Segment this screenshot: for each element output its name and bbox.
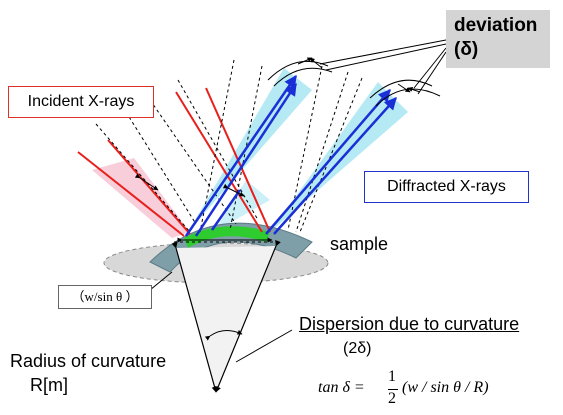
deviation-label-line2: (δ) [454, 39, 479, 60]
formula-rhs: (w / sin θ / R) [402, 379, 489, 396]
radius-unit-label: R[m] [30, 375, 68, 395]
formula-denominator: 2 [388, 390, 396, 407]
incident-xrays-label: Incident X-rays [8, 86, 154, 118]
diffracted-rays [184, 74, 397, 237]
diffracted-xrays-label: Diffracted X-rays [364, 171, 529, 203]
radius-label: Radius of curvature [10, 351, 167, 371]
formula-numerator: 1 [388, 368, 396, 385]
leader-lines [149, 271, 293, 363]
dispersion-title: Dispersion due to curvature [299, 314, 520, 334]
deviation-label-box: deviation (δ) [446, 10, 550, 68]
sample-label: sample [330, 234, 389, 254]
sample-irradiated-area [184, 226, 270, 248]
radius-cone [171, 239, 281, 393]
diffracted-beam-cone-right [270, 82, 408, 232]
tan-delta-formula: tan δ = 1 2 (w / sin θ / R) [318, 368, 518, 412]
deviation-callout-lines [319, 39, 447, 95]
formula-lhs: tan δ = [318, 379, 365, 396]
deviation-label-line1: deviation [454, 15, 538, 36]
fraction-bar [388, 389, 398, 390]
width-over-sin-theta-label: （w/sin θ ） [58, 285, 152, 309]
diffracted-beam-cone-mid [214, 180, 270, 232]
incident-beam-fill [92, 158, 190, 238]
dispersion-value: (2δ) [343, 340, 372, 357]
